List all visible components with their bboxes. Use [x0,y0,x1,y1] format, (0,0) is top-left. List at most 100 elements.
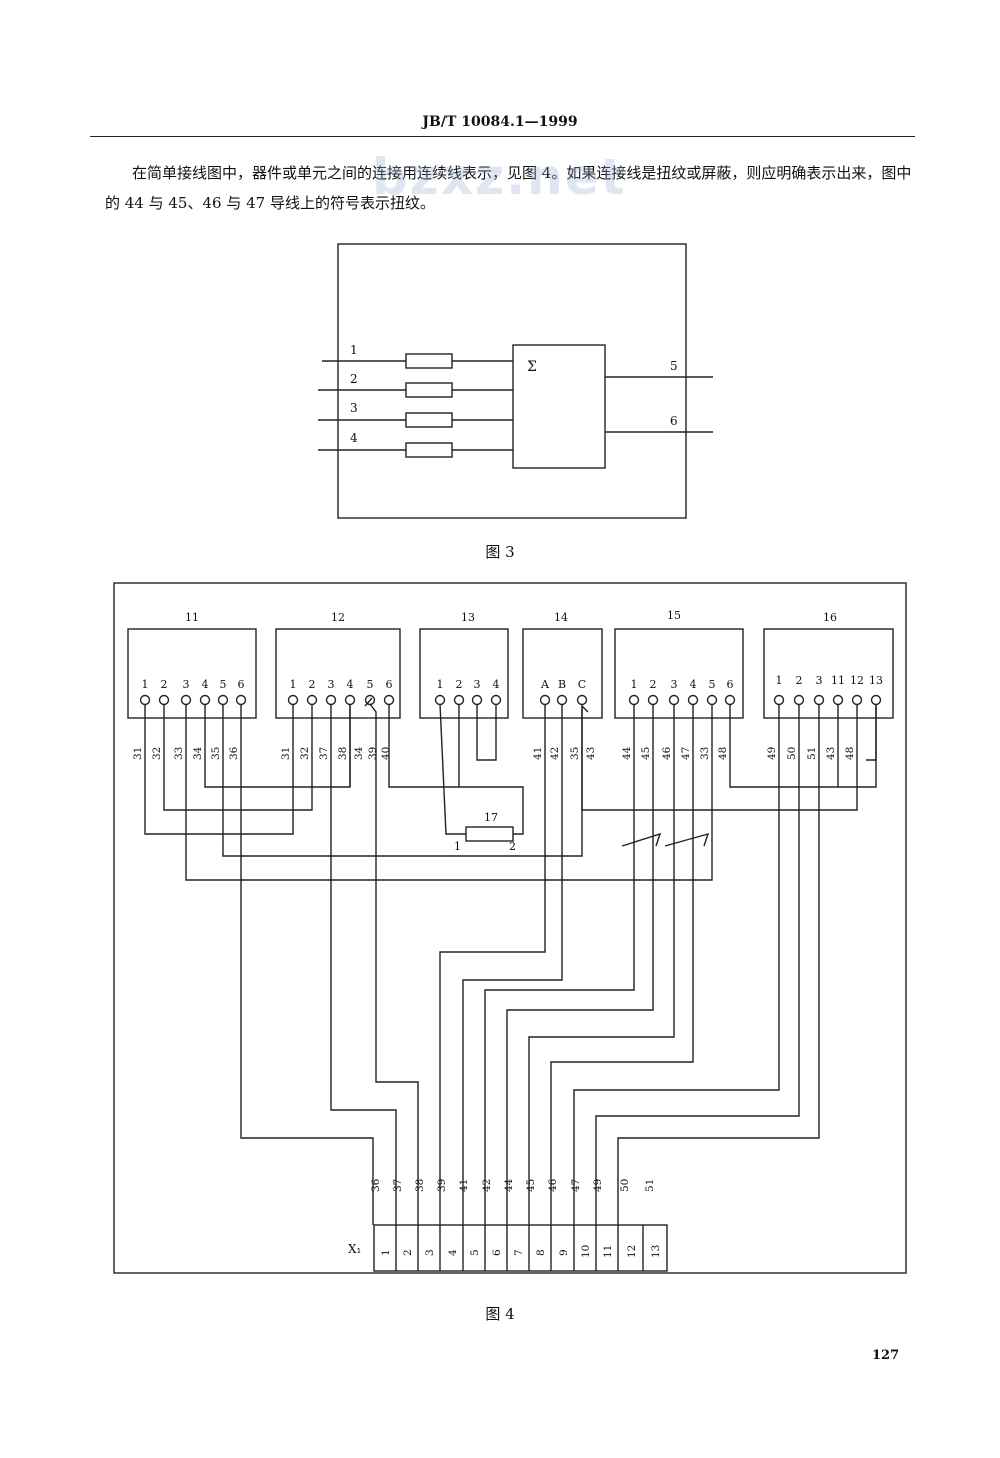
wire-label: 47 [570,1179,582,1192]
terminal-label: 2 [161,678,168,691]
terminal-label: 6 [238,678,245,691]
wire-label: 49 [766,747,778,760]
fig3-input-label-1: 1 [350,343,358,357]
terminal-label: 3 [183,678,190,691]
wire-label: 36 [370,1178,382,1192]
unit-13-box [419,628,509,719]
connector-terminal: 2 [402,1249,414,1256]
terminal-label: 4 [690,678,697,691]
terminal-label: 13 [869,674,883,687]
unit-12-box [275,628,401,719]
terminal-label: 1 [290,678,297,691]
connector-terminal: 13 [650,1245,662,1258]
terminal-label: A [540,678,550,691]
connector-terminal: 11 [602,1245,614,1258]
terminal-label: 1 [142,678,149,691]
terminal-label: 4 [347,678,354,691]
wire-label: 50 [619,1179,631,1192]
wire-label: 40 [380,747,392,760]
wire-label: 46 [661,746,673,760]
connector-terminal: 7 [513,1249,525,1256]
wire-label: 38 [414,1179,426,1192]
wire-label: 34 [192,746,204,760]
wire-label: 33 [173,747,185,760]
terminal-label: 2 [796,674,803,687]
unit-15-label: 15 [667,609,681,622]
terminal-label: 3 [474,678,481,691]
terminal-label: 2 [456,678,463,691]
wire-label: 49 [592,1179,604,1192]
twist-mark-44-45 [621,832,662,847]
wire-label: 45 [640,747,652,760]
fig3-input-label-2: 2 [350,372,358,386]
connector-terminal: 8 [535,1249,547,1256]
fig3-input-label-4: 4 [350,431,358,445]
wiring [144,697,877,1225]
connector-x1-label: X₁ [348,1242,361,1256]
terminal-label: 3 [328,678,335,691]
wire-label: 31 [280,747,292,760]
wire-label: 51 [644,1179,656,1192]
wire-number-labels: 31 32 33 34 35 36 31 32 37 38 34 39 40 4… [132,746,856,760]
connector-x1-dividers [395,1225,644,1271]
terminal-label: 11 [831,674,845,687]
body-paragraph: 在简单接线图中，器件或单元之间的连接用连续线表示，见图 4。如果连接线是扭纹或屏… [105,164,912,212]
fig3-input-label-3: 3 [350,401,358,415]
wire-label: 31 [132,747,144,760]
wire-label: 45 [525,1179,537,1192]
wire-label: 38 [337,747,349,760]
wire-label: 39 [367,747,379,760]
terminal-label: 1 [776,674,783,687]
connector-terminal: 9 [558,1249,570,1256]
watermark: bzxz.net [372,148,627,206]
unit-16-box [763,628,894,719]
page-number: 127 [872,1348,900,1363]
wire-label: 34 [353,746,365,760]
connector-x1-body [373,1224,668,1272]
document-header: JB/T 10084.1—1999 [422,114,578,130]
wire-label: 43 [585,747,597,760]
fig3-output-label-6: 6 [670,414,678,428]
resistor-17-pin-2: 2 [509,840,516,853]
connector-wire-labels: 36 37 38 39 41 42 44 45 46 47 49 50 51 [370,1178,656,1192]
unit-12-label: 12 [331,611,345,624]
fig3-resistor-1 [405,353,453,369]
terminal-label: 1 [437,678,444,691]
wire-label: 39 [436,1179,448,1192]
resistor-17-body [465,826,514,842]
wire-label: 42 [549,747,561,760]
connector-terminal-labels: 1 2 3 4 5 6 7 8 9 10 11 12 13 [380,1245,662,1258]
fig3-resistor-4 [405,442,453,458]
terminal-label: 6 [727,678,734,691]
wire-label: 44 [621,746,633,760]
unit-11-label: 11 [185,611,199,624]
fig3-resistor-3 [405,412,453,428]
wire-label: 48 [844,747,856,760]
connector-terminal: 4 [447,1249,459,1256]
wire-label: 33 [699,747,711,760]
fig3-sum-symbol: Σ [527,359,537,375]
terminal-label: 1 [631,678,638,691]
terminal-label: 3 [671,678,678,691]
resistor-17-label: 17 [484,811,498,824]
wire-label: 42 [481,1179,493,1192]
wire-label: 43 [825,747,837,760]
terminal-label: 5 [220,678,227,691]
fig3-input-lines [318,360,513,451]
fig4-frame [113,582,907,1274]
wire-label: 37 [392,1179,404,1192]
wire-label: 37 [318,747,330,760]
terminal-label: 4 [202,678,209,691]
wire-label: 41 [458,1179,470,1192]
unit-16-label: 16 [823,611,837,624]
unit-13-label: 13 [461,611,475,624]
wire-label: 48 [717,747,729,760]
wire-label: 35 [210,747,222,760]
terminal-labels: 1 2 3 4 5 6 1 2 3 4 5 6 1 2 3 4 A B C 1 … [142,674,884,691]
figure-4-caption: 图 4 [485,1305,515,1323]
terminal-label: 5 [367,678,374,691]
fig3-frame [337,243,687,519]
figure-3-caption: 图 3 [485,543,515,561]
wire-label: 50 [786,747,798,760]
